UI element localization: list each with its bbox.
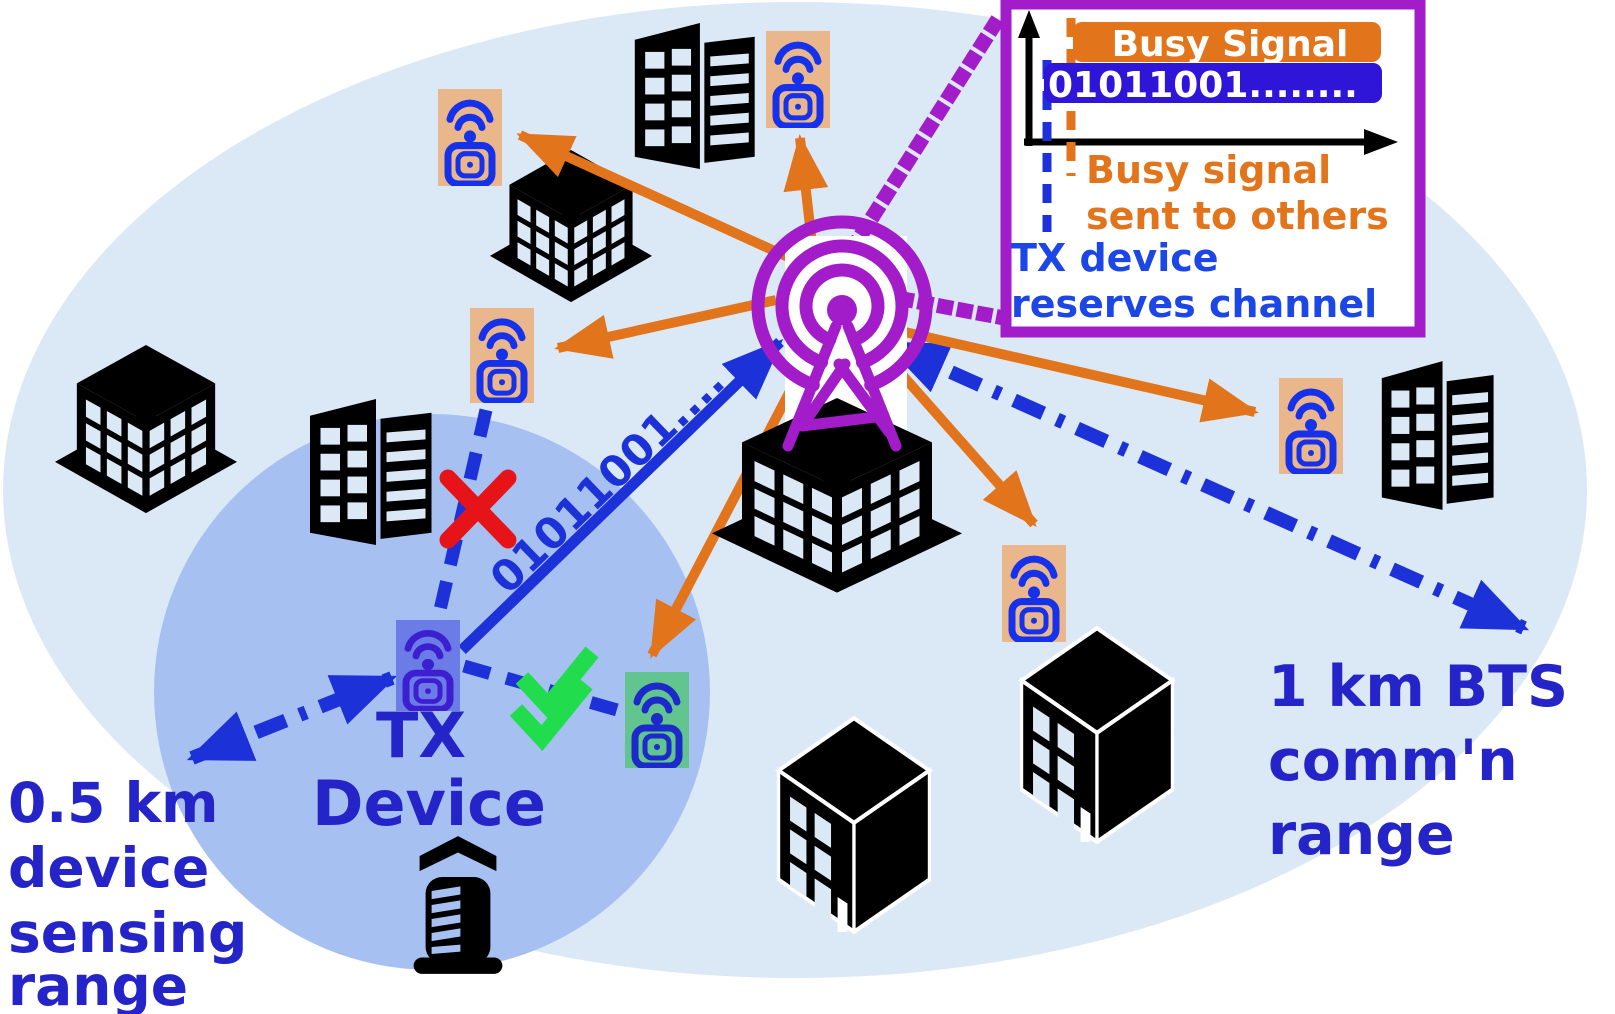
device-right-middle (1002, 545, 1066, 642)
dashed-link-blocked (433, 408, 493, 612)
bts-antenna-icon (751, 215, 933, 452)
bts-range-arrow (882, 337, 1530, 635)
svg-text:0.5 km: 0.5 km (8, 771, 218, 835)
busy-signal-arrows (516, 130, 1259, 659)
sensing-range-label: 0.5 km device sensing range (8, 771, 247, 1014)
busy-signal-bar-label: Busy Signal (1112, 24, 1349, 65)
inset-blue-note: reserves channel (1011, 282, 1377, 326)
svg-text:comm'n: comm'n (1268, 728, 1518, 794)
bts-range-label: 1 km BTS comm'n range (1268, 654, 1568, 868)
building-top-center (634, 23, 755, 169)
tx-sensing-dashed-links (433, 408, 626, 719)
binary-bar-label: 01011001........ (1048, 65, 1358, 106)
inset-y-axis-arrow (1018, 10, 1040, 38)
range-arrows (186, 337, 1530, 765)
inset-orange-note: sent to others (1086, 194, 1389, 238)
inset-blue-note: TX device (1011, 236, 1219, 280)
building-far-right (1381, 361, 1494, 510)
device-mid-left (470, 308, 534, 403)
device-top (766, 31, 830, 128)
green-double-check-icon (509, 646, 599, 751)
dashed-link-allowed (462, 659, 626, 719)
tx-uplink-arrow (458, 338, 784, 654)
binary-bar (1044, 63, 1382, 103)
svg-text:TX: TX (376, 699, 466, 772)
building-left-center (310, 399, 432, 545)
device-rx-green (625, 672, 689, 768)
tx-device-label: TX Device (312, 699, 546, 840)
svg-text:range: range (1268, 802, 1455, 868)
svg-text:range: range (8, 954, 188, 1014)
inset-orange-note: Busy signal (1086, 148, 1331, 192)
device-far-right (1279, 378, 1343, 474)
device-top-left (438, 89, 502, 186)
inset-timing-chart: Busy Signal 01011001........ Busy signal… (1000, 0, 1426, 338)
svg-text:sensing: sensing (8, 901, 247, 965)
svg-text:device: device (8, 836, 209, 900)
busy-signal-bar (1073, 22, 1381, 62)
svg-text:1 km BTS: 1 km BTS (1268, 654, 1568, 720)
neighbor-devices (438, 31, 1343, 642)
svg-text:Device: Device (312, 767, 546, 840)
inset-x-axis-arrow (1364, 129, 1398, 155)
red-x-icon (439, 469, 517, 549)
device-tx (396, 620, 460, 711)
